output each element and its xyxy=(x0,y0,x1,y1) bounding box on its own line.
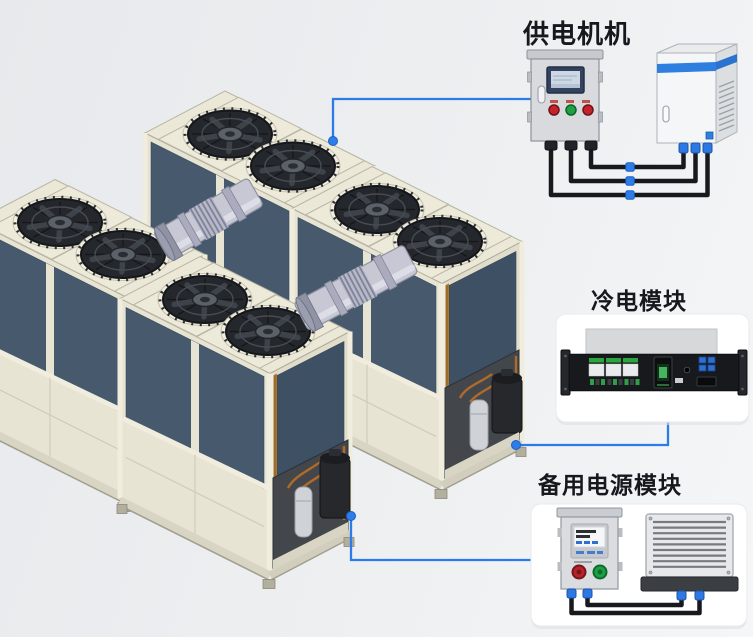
backup-connector xyxy=(566,588,577,599)
cable-gland xyxy=(564,140,578,151)
chiller-illustration xyxy=(0,91,526,589)
cabinet-connector xyxy=(678,142,689,154)
cable-gland xyxy=(584,140,598,151)
cable-junction-node xyxy=(625,190,635,200)
rack-port-hole xyxy=(683,366,691,374)
box-handle xyxy=(537,85,546,104)
rack-port xyxy=(696,376,717,387)
breaker-block xyxy=(588,363,605,377)
backup-connector xyxy=(582,588,593,599)
compressor-bay-south xyxy=(272,439,351,570)
backup-power-module-label: 备用电源模块 xyxy=(538,472,682,498)
cooling-module-rack xyxy=(560,349,748,396)
indicator-light-red xyxy=(548,104,560,116)
refrigerant-duct-1 xyxy=(154,178,263,262)
cabinet-vents xyxy=(718,80,735,132)
cable-junction-node xyxy=(625,162,635,172)
connection-line-power xyxy=(331,97,531,141)
connection-node xyxy=(511,440,521,450)
refrigerant-duct-2 xyxy=(294,245,418,332)
power-cable-1 xyxy=(588,145,686,170)
heatsink-module xyxy=(640,513,739,601)
cabinet-connector xyxy=(690,142,701,154)
cabinet-stripe xyxy=(657,62,716,73)
power-supply-group xyxy=(526,43,738,200)
cable-junction-node xyxy=(625,176,635,186)
power-supply-control-box xyxy=(526,49,604,151)
backup-power-group xyxy=(530,503,748,629)
indicator-light-red xyxy=(582,104,594,116)
cooling-module-label: 冷电模块 xyxy=(591,288,687,314)
cooling-module-group xyxy=(555,313,750,425)
breaker-block xyxy=(622,363,639,377)
heatsink-base xyxy=(640,576,739,592)
rack-blue-connectors xyxy=(698,356,716,372)
indicator-light-green xyxy=(565,104,577,116)
backup-control-box xyxy=(556,507,623,599)
backup-cable-1 xyxy=(569,593,702,616)
backup-cable-2 xyxy=(585,593,684,608)
compressor-bay-east xyxy=(444,349,523,480)
connection-node xyxy=(328,136,338,146)
connection-node xyxy=(346,511,356,521)
breaker-block xyxy=(605,363,622,377)
cabinet-handle xyxy=(662,105,670,123)
heatsink-connector xyxy=(694,590,705,601)
cabinet-connector xyxy=(702,142,713,154)
power-supply-cabinet xyxy=(656,43,738,154)
terminal-row xyxy=(590,379,640,385)
connection-line-backup xyxy=(349,516,531,562)
power-supply-label: 供电机机 xyxy=(523,19,632,49)
heatsink-connector xyxy=(676,590,687,601)
cable-gland xyxy=(544,140,558,151)
heatsink-fins xyxy=(653,520,726,568)
